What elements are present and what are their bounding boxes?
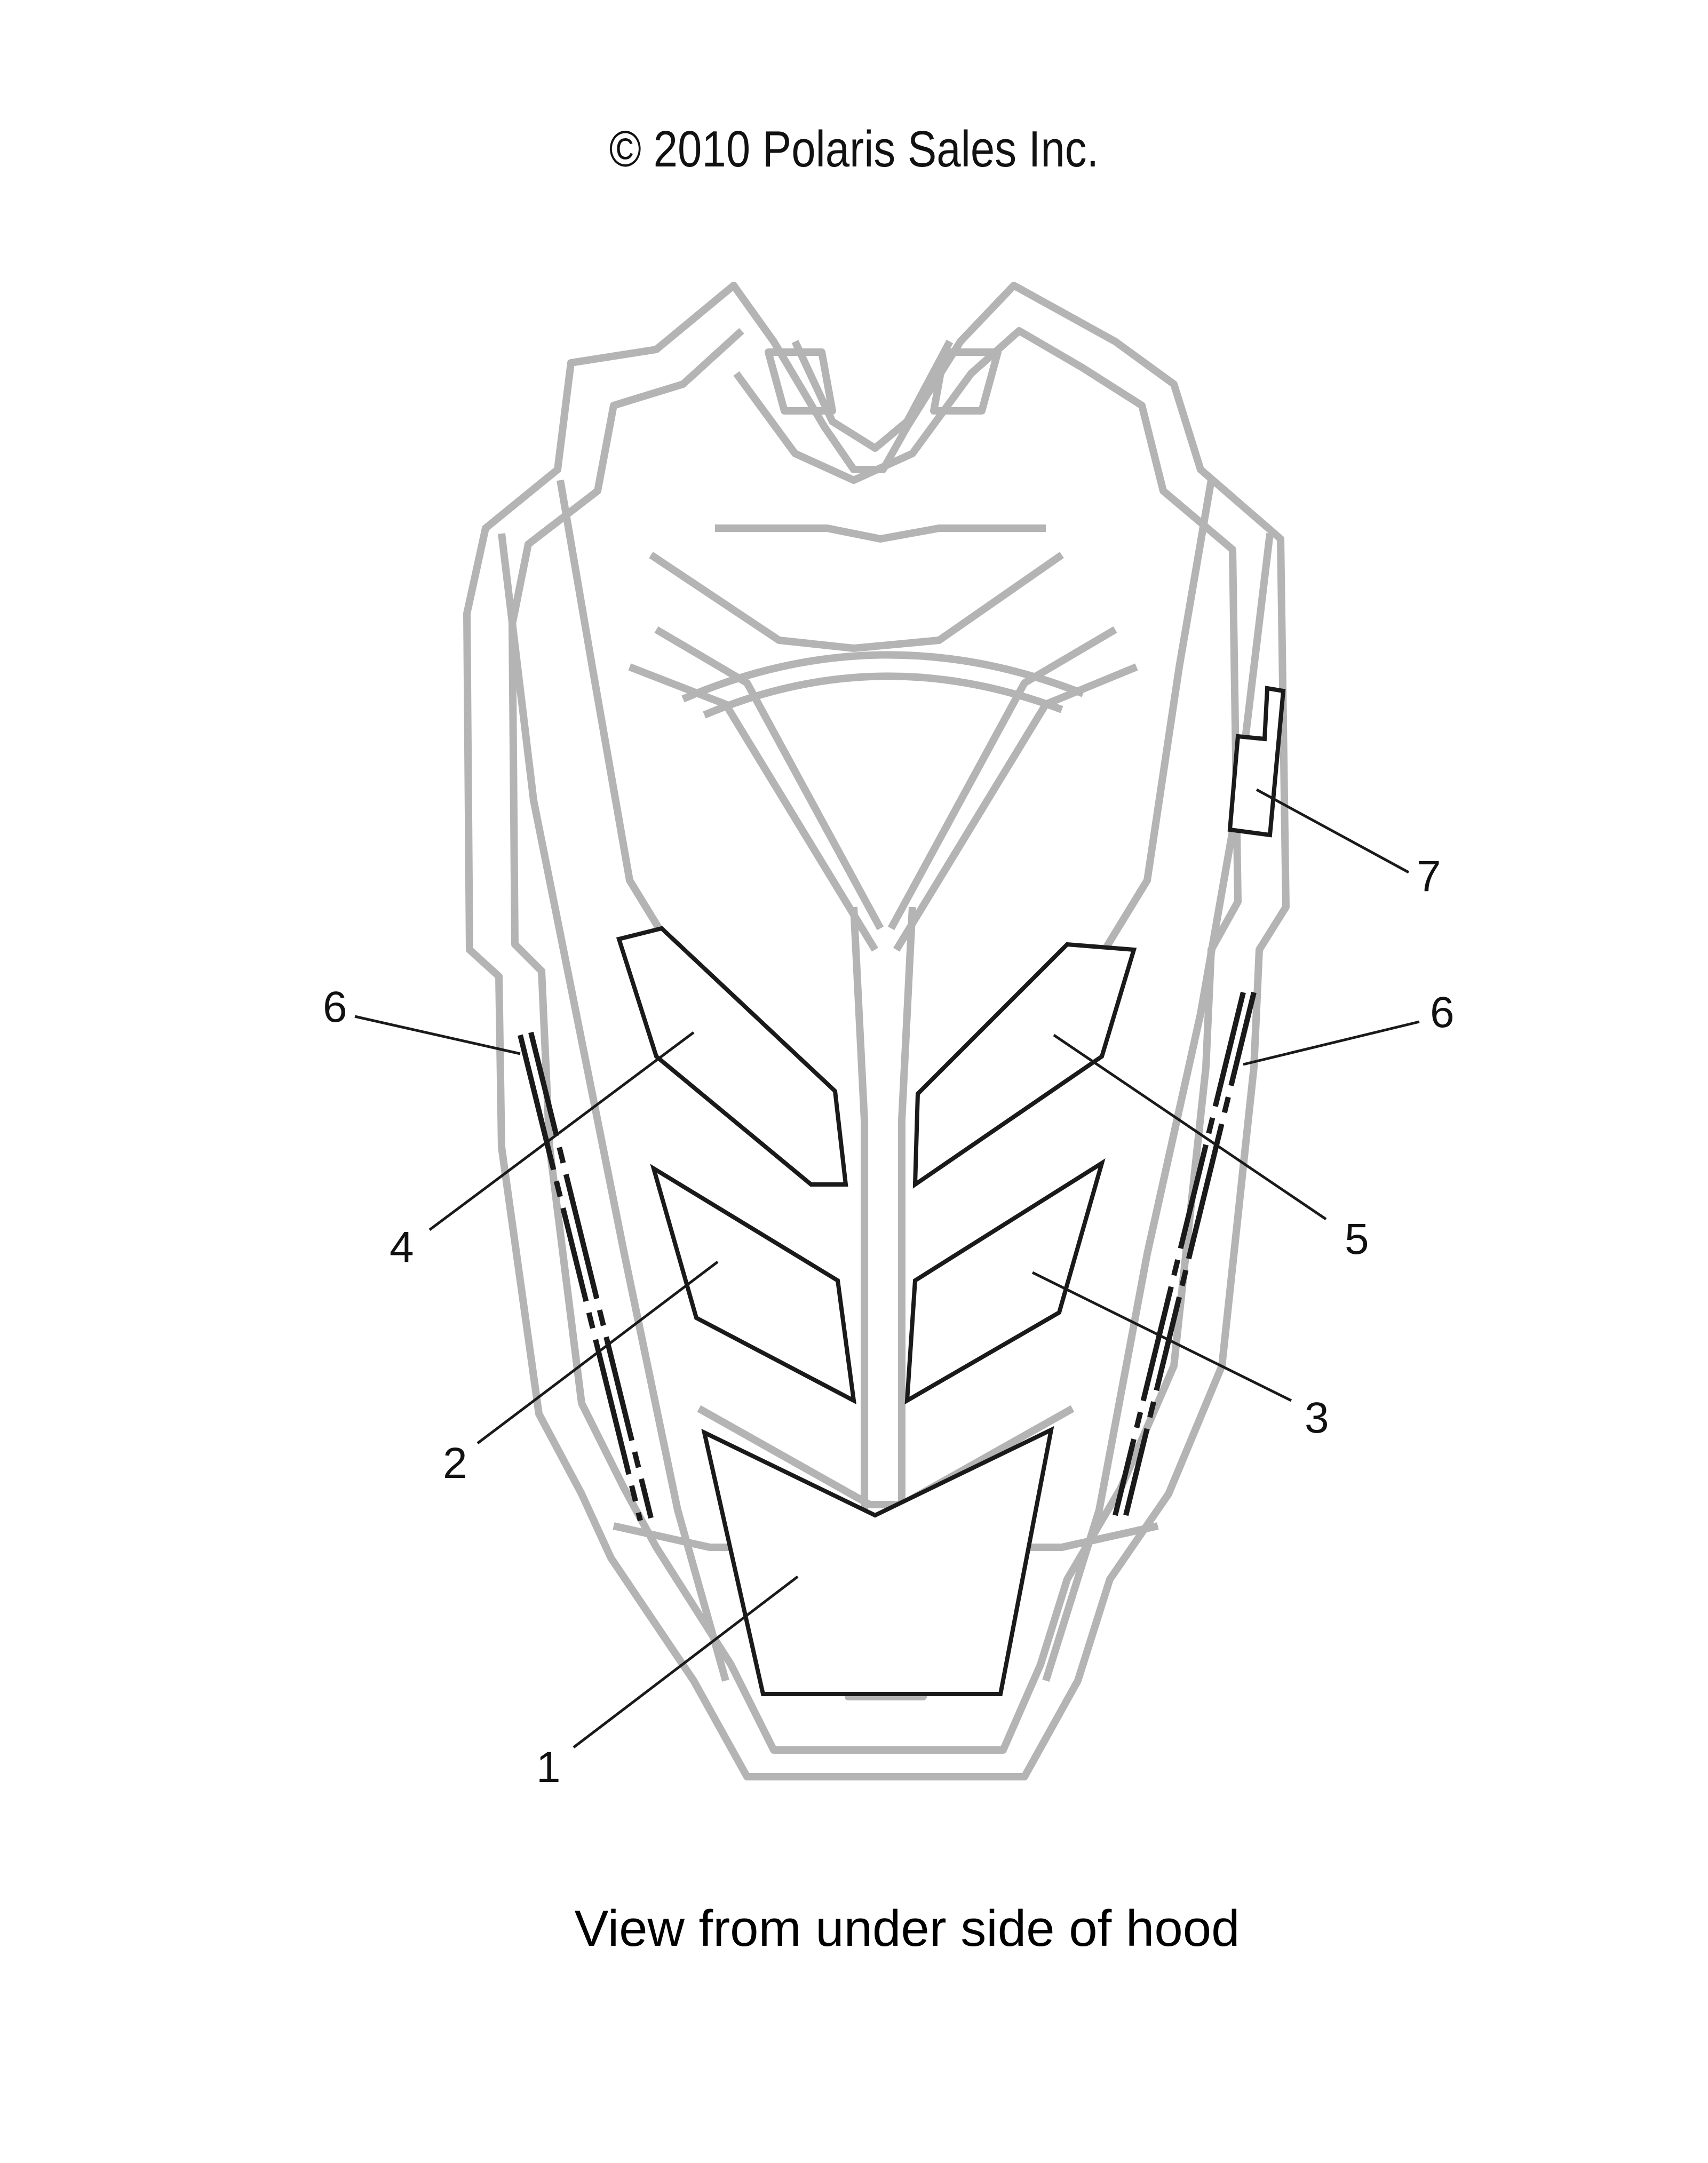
callout-labels: 1 2 3 4 5 6 6 7 [323,852,1455,1792]
hood-upper-bridge [649,552,1064,652]
leader-5 [1053,1033,1327,1221]
decal-2 [650,1164,856,1405]
leader-6-right [1243,1020,1420,1066]
leader-7 [1256,788,1410,874]
decal-6-right-stripe-a [1113,991,1246,1516]
callout-3: 3 [1305,1394,1329,1442]
hood-top-right-box [930,348,1002,415]
decal-6-stripes [518,991,1257,1522]
hood-v-right-2 [887,626,1117,931]
decals [616,686,1286,1696]
hood-lower-chevron [697,1405,1075,1508]
callout-6-left: 6 [323,983,347,1031]
hood-v-left [628,663,878,952]
hood-v-left-2 [654,626,884,931]
decal-6-right-stripe-b [1123,991,1257,1516]
decal-1 [701,1426,1054,1696]
hood-inner-contour [509,327,1242,1754]
leader-2 [476,1261,719,1444]
hood-upper-ridge [715,524,1046,543]
hood-v-right [893,663,1138,952]
decal-4 [616,926,848,1187]
diagram-caption: View from under side of hood [574,1900,1240,1957]
callout-6-right: 6 [1430,988,1455,1037]
decal-3 [904,1158,1106,1405]
callout-5: 5 [1345,1215,1369,1263]
hood-left-rail [498,533,729,1682]
hood-left-strut [557,479,692,979]
hood-outer-contour [463,282,1290,1780]
hood-top-left-box [765,348,836,415]
leader-lines [354,788,1420,1748]
copyright-notice: © 2010 Polaris Sales Inc. [609,121,1099,178]
callout-4: 4 [390,1223,414,1271]
leader-4 [428,1031,695,1231]
callout-1: 1 [536,1743,561,1792]
decal-5 [912,942,1137,1189]
leader-3 [1031,1271,1292,1402]
decal-6-left-stripe-b [528,1031,654,1519]
hood-right-strut [1085,479,1215,979]
leader-1 [573,1576,799,1748]
callout-7: 7 [1417,852,1441,901]
leader-6-left [354,1015,521,1055]
decal-6-left-stripe-a [518,1034,643,1522]
callout-2: 2 [443,1439,467,1488]
hood-top-notch [791,339,954,452]
